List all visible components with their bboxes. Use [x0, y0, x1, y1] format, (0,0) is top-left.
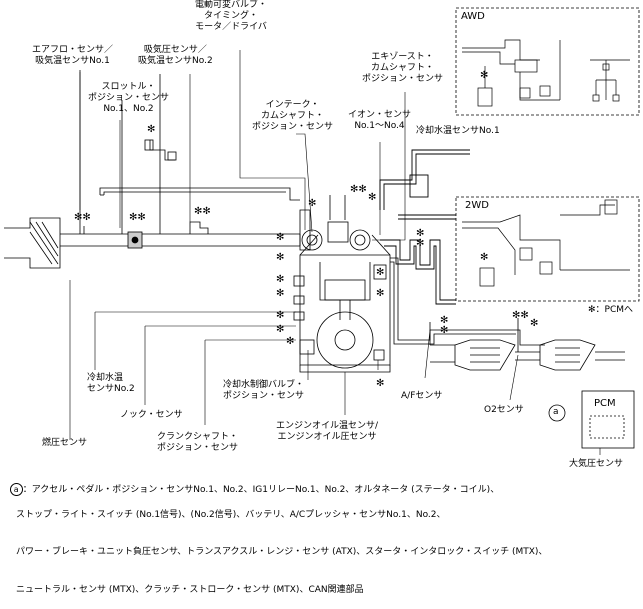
label-af-sensor: A/Fセンサ [401, 391, 443, 401]
svg-text:✻: ✻ [308, 198, 316, 209]
awd-box [455, 7, 640, 116]
svg-text:✻: ✻ [376, 267, 384, 278]
svg-text:✻: ✻ [376, 378, 384, 389]
diagram-drawing: ✻✻ ✻✻ ✻✻ ✻ ✻ ✻✻ ✻ ✻ ✻ ✻ ✻ ✻ ✻ ✻ ✻ ✻ ✻ ✻ … [4, 7, 640, 455]
label-ect1: 冷却水温センサNo.1 [416, 126, 500, 136]
label-circle-a: a [553, 407, 559, 417]
footnote-line-1: ：アクセル・ペダル・ポジション・センサNo.1、No.2、IG1リレーNo.1、… [22, 484, 500, 495]
label-pcm-legend: ✻：PCMへ [588, 305, 634, 315]
svg-text:✻: ✻ [530, 318, 538, 329]
svg-text:✻✻: ✻✻ [129, 212, 146, 223]
label-ckp: クランクシャフト・ ポジション・センサ [157, 432, 239, 453]
awd-exhaust-sketch [462, 39, 630, 107]
label-fuel-pressure: 燃圧センサ [42, 438, 88, 448]
label-ect2: 冷却水温 センサNo.2 [87, 373, 135, 394]
pcm-asterisks: ✻✻ ✻✻ ✻✻ ✻ ✻ ✻✻ ✻ ✻ ✻ ✻ ✻ ✻ ✻ ✻ ✻ ✻ ✻ ✻ … [74, 70, 538, 389]
footnote-circle: a [9, 482, 23, 496]
svg-text:✻: ✻ [276, 274, 284, 285]
label-o2-sensor: O2センサ [484, 405, 524, 415]
svg-text:✻✻: ✻✻ [74, 212, 91, 223]
label-knock: ノック・センサ [120, 410, 183, 420]
leader-lines [69, 50, 601, 455]
sensor-lines [79, 70, 300, 234]
svg-text:✻✻: ✻✻ [194, 206, 211, 217]
svg-text:✻: ✻ [416, 238, 424, 249]
svg-text:✻: ✻ [276, 288, 284, 299]
label-tps: スロットル・ ポジション・センサ No.1、No.2 [88, 82, 170, 114]
engine-sensor-diagram: ✻✻ ✻✻ ✻✻ ✻ ✻ ✻✻ ✻ ✻ ✻ ✻ ✻ ✻ ✻ ✻ ✻ ✻ ✻ ✻ … [4, 0, 640, 595]
pcm-outline [581, 390, 635, 449]
label-intake-cmp: インテーク・ カムシャフト・ ポジション・センサ [252, 100, 334, 132]
label-coolant-valve: 冷却水制御バルブ・ ポジション・センサ [223, 380, 305, 401]
coolant-piping [379, 149, 470, 305]
svg-text:✻: ✻ [480, 252, 488, 263]
label-vvt-motor: 電動可変バルブ・ タイミング・ モータ／ドライバ [195, 0, 268, 32]
footnote-line-3: パワー・ブレーキ・ユニット負圧センサ、トランスアクスル・レンジ・センサ (ATX… [16, 547, 548, 557]
svg-text:✻: ✻ [416, 228, 424, 239]
svg-text:✻: ✻ [276, 232, 284, 243]
svg-text:✻: ✻ [147, 124, 155, 135]
svg-text:✻: ✻ [276, 310, 284, 321]
svg-text:✻✻: ✻✻ [512, 310, 529, 321]
svg-text:✻: ✻ [276, 252, 284, 263]
svg-text:✻: ✻ [286, 336, 294, 347]
baro-sensor-box [589, 415, 625, 439]
svg-text:✻✻: ✻✻ [350, 184, 367, 195]
label-2wd: 2WD [465, 200, 489, 211]
footnote-line-2: ストップ・ライト・スイッチ (No.1信号)、(No.2信号)、バッテリ、A/C… [16, 509, 446, 520]
footnote: a：アクセル・ペダル・ポジション・センサNo.1、No.2、IG1リレーNo.1… [4, 470, 547, 609]
exhaust-pipe [390, 257, 625, 371]
svg-text:✻: ✻ [376, 288, 384, 299]
label-exhaust-cmp: エキゾースト・ カムシャフト・ ポジション・センサ [362, 52, 444, 84]
label-afm-iat1: エアフロ・センサ／ 吸気温センサNo.1 [32, 45, 114, 66]
label-pcm: PCM [594, 398, 616, 409]
intake-duct [4, 217, 301, 269]
svg-text:✻: ✻ [368, 192, 376, 203]
circle-a-marker [548, 404, 566, 422]
label-awd: AWD [461, 11, 485, 22]
footnote-line-4: ニュートラル・センサ (MTX)、クラッチ・ストローク・センサ (MTX)、CA… [16, 584, 364, 595]
svg-text:✻: ✻ [440, 325, 448, 336]
label-baro-sensor: 大気圧センサ [569, 459, 624, 469]
engine-block [293, 195, 391, 373]
svg-text:✻: ✻ [480, 70, 488, 81]
svg-text:✻: ✻ [276, 324, 284, 335]
2wd-box [455, 196, 640, 302]
svg-text:✻: ✻ [440, 315, 448, 326]
label-oil-temp-press: エンジンオイル温センサ/ エンジンオイル圧センサ [276, 421, 379, 442]
label-map-iat2: 吸気圧センサ／ 吸気温センサNo.2 [138, 45, 213, 66]
label-ion-sensor: イオン・センサ No.1～No.4 [348, 110, 412, 131]
2wd-exhaust-sketch [462, 199, 630, 287]
